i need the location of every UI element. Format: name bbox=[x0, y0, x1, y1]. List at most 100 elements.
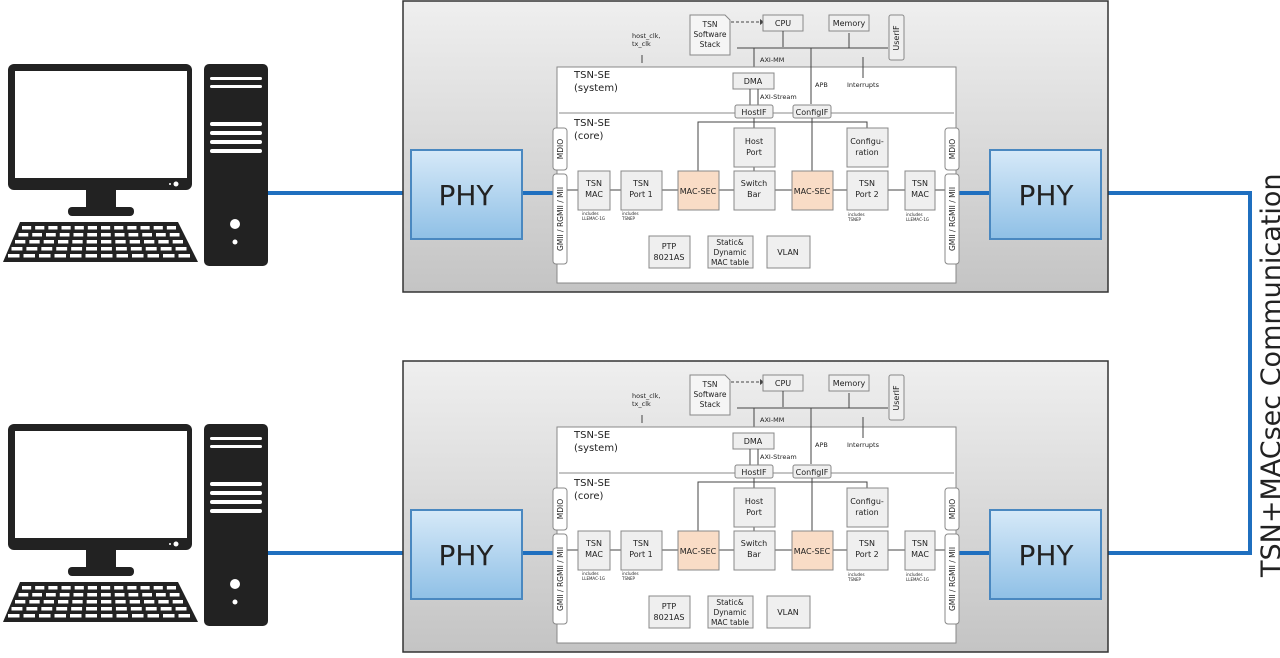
phy-right-label: PHY bbox=[1018, 539, 1074, 572]
dma-block bbox=[732, 72, 775, 90]
svg-text:CPU: CPU bbox=[775, 19, 791, 28]
phy-left-label: PHY bbox=[438, 179, 494, 212]
desktop-computer-icon bbox=[3, 424, 268, 626]
tsn-port2 bbox=[846, 170, 889, 211]
svg-text:Configu-ration: Configu-ration bbox=[850, 497, 884, 517]
gmii-right bbox=[944, 173, 960, 265]
macsec-right bbox=[791, 170, 834, 211]
svg-text:AXI-MM: AXI-MM bbox=[760, 416, 784, 424]
mdio-left bbox=[552, 127, 568, 171]
gmii-left bbox=[552, 533, 568, 625]
svg-text:DMA: DMA bbox=[744, 77, 763, 86]
svg-text:MDIO: MDIO bbox=[948, 499, 957, 519]
apb-label: APB bbox=[815, 441, 828, 449]
tsn-port1 bbox=[620, 530, 663, 571]
phy-left bbox=[410, 509, 523, 600]
host-port-block bbox=[733, 487, 776, 528]
tsn-port1 bbox=[620, 170, 663, 211]
mdio-right bbox=[944, 127, 960, 171]
gmii-right bbox=[944, 533, 960, 625]
host-port-block bbox=[733, 127, 776, 168]
userif-block bbox=[888, 14, 905, 61]
tsn-mac-left bbox=[577, 170, 611, 211]
svg-text:MAC-SEC: MAC-SEC bbox=[794, 547, 831, 556]
svg-text:MAC-SEC: MAC-SEC bbox=[680, 547, 717, 556]
svg-text:host_clk,tx_clk: host_clk,tx_clk bbox=[632, 392, 661, 408]
switch-bar bbox=[733, 530, 776, 571]
svg-text:UserIF: UserIF bbox=[892, 385, 901, 411]
ptp-block bbox=[648, 595, 691, 629]
svg-text:Memory: Memory bbox=[833, 379, 866, 388]
mac-table-block bbox=[707, 235, 754, 269]
svg-text:DMA: DMA bbox=[744, 437, 763, 446]
memory-block bbox=[828, 374, 870, 392]
svg-text:ConfigIF: ConfigIF bbox=[796, 108, 829, 117]
svg-text:AXI-Stream: AXI-Stream bbox=[760, 93, 797, 101]
desktop-computer-icon bbox=[3, 64, 268, 266]
mdio-right bbox=[944, 487, 960, 531]
svg-text:TSN-SE(system): TSN-SE(system) bbox=[573, 70, 618, 94]
configuration-block bbox=[846, 487, 889, 528]
macsec-left bbox=[677, 170, 720, 211]
svg-text:UserIF: UserIF bbox=[892, 25, 901, 51]
phy-right-label: PHY bbox=[1018, 179, 1074, 212]
link-label: TSN+MACsec Communication bbox=[1256, 173, 1280, 578]
phy-right bbox=[989, 509, 1102, 600]
ptp-block bbox=[648, 235, 691, 269]
svg-text:Configu-ration: Configu-ration bbox=[850, 137, 884, 157]
svg-text:CPU: CPU bbox=[775, 379, 791, 388]
phy-left-label: PHY bbox=[438, 539, 494, 572]
svg-text:VLAN: VLAN bbox=[777, 608, 799, 617]
switch-bar bbox=[733, 170, 776, 211]
userif-block bbox=[888, 374, 905, 421]
svg-text:MDIO: MDIO bbox=[556, 499, 565, 519]
interrupts-label: Interrupts bbox=[847, 441, 880, 449]
svg-text:GMII / RGMII / MII: GMII / RGMII / MII bbox=[948, 547, 957, 611]
svg-text:VLAN: VLAN bbox=[777, 248, 799, 257]
svg-text:host_clk,tx_clk: host_clk,tx_clk bbox=[632, 32, 661, 48]
tsn-mac-left bbox=[577, 530, 611, 571]
svg-text:AXI-Stream: AXI-Stream bbox=[760, 453, 797, 461]
svg-text:HostIF: HostIF bbox=[741, 468, 767, 477]
svg-text:AXI-MM: AXI-MM bbox=[760, 56, 784, 64]
svg-text:GMII / RGMII / MII: GMII / RGMII / MII bbox=[556, 547, 565, 611]
tsn-mac-right bbox=[904, 530, 936, 571]
svg-text:TSN-SE(core): TSN-SE(core) bbox=[573, 118, 610, 142]
tsn-link-line bbox=[1101, 191, 1252, 555]
interrupts-label: Interrupts bbox=[847, 81, 880, 89]
tsn-software-stack bbox=[689, 14, 731, 56]
svg-text:TSN-SE(core): TSN-SE(core) bbox=[573, 478, 610, 502]
phy-left bbox=[410, 149, 523, 240]
svg-text:MAC-SEC: MAC-SEC bbox=[794, 187, 831, 196]
apb-label: APB bbox=[815, 81, 828, 89]
dma-block bbox=[732, 432, 775, 450]
configuration-block bbox=[846, 127, 889, 168]
svg-text:TSN-SE(system): TSN-SE(system) bbox=[573, 430, 618, 454]
svg-text:MDIO: MDIO bbox=[948, 139, 957, 159]
phy-right bbox=[989, 149, 1102, 240]
macsec-right bbox=[791, 530, 834, 571]
